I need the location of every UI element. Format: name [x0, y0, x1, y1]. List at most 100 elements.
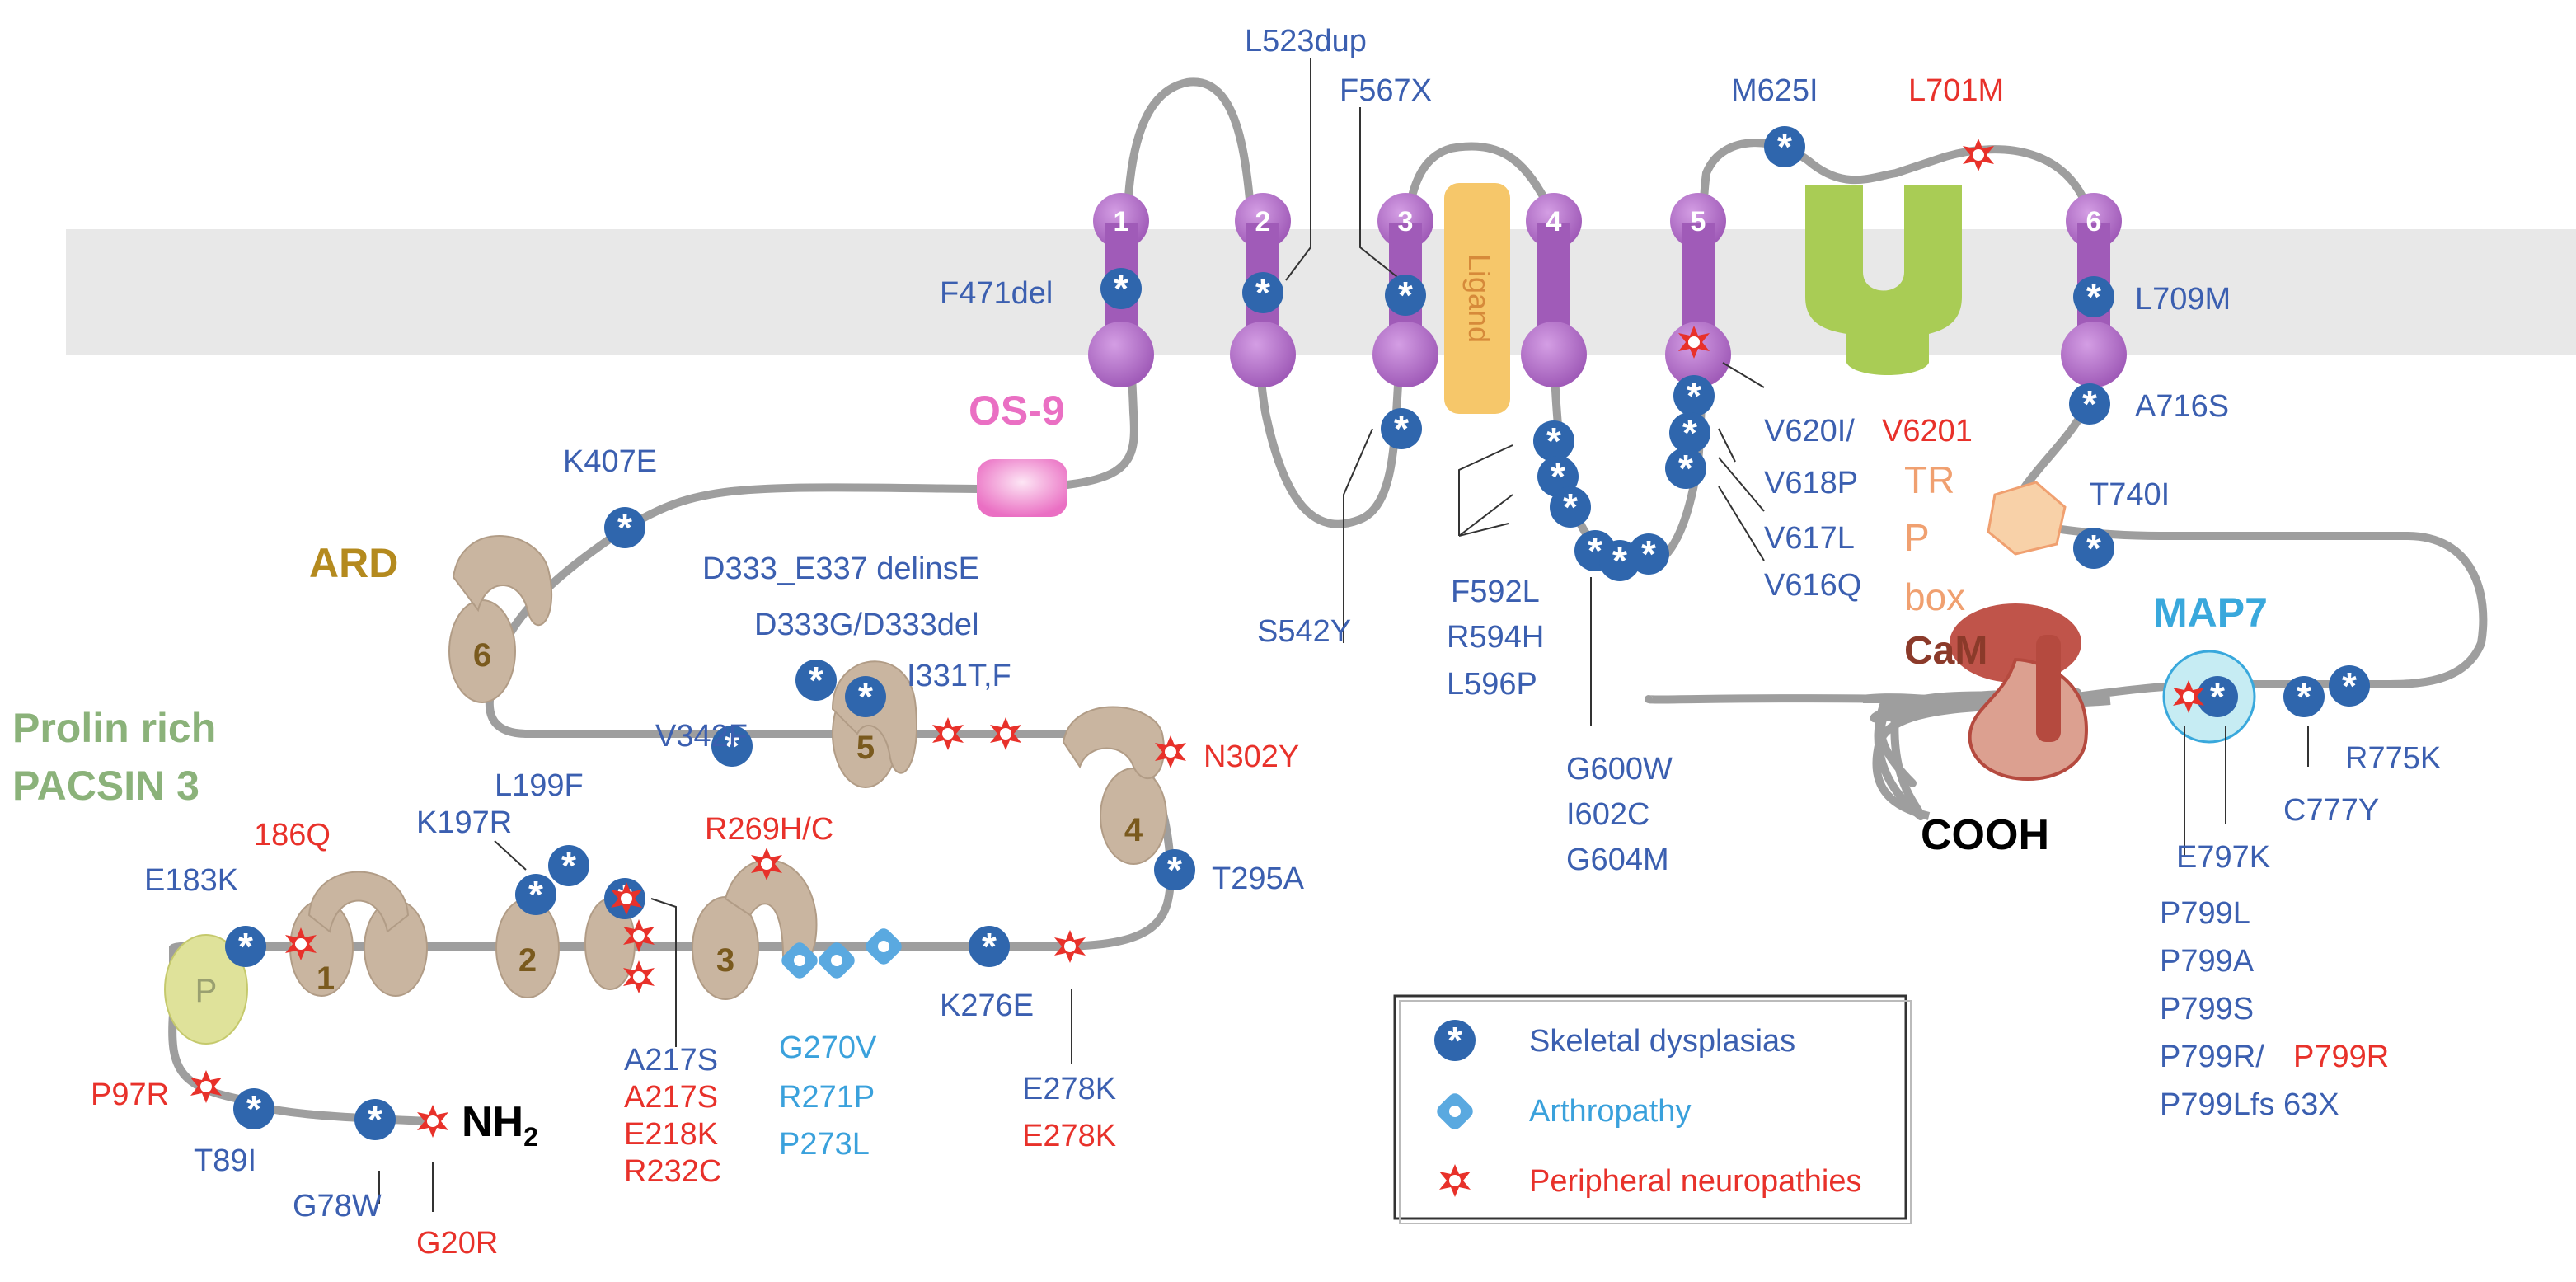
- label-e797k: E797K: [2176, 840, 2270, 875]
- p-domain-label: P: [195, 973, 218, 1009]
- trp-box-label-1: TR: [1904, 458, 1954, 501]
- ard-label: ARD: [309, 540, 398, 586]
- label-e278k-blue: E278K: [1022, 1072, 1116, 1106]
- legend-skeletal-label: Skeletal dysplasias: [1529, 1024, 1795, 1059]
- label-e278k-red: E278K: [1022, 1119, 1116, 1153]
- calmodulin-binding: [1950, 603, 2088, 781]
- marker-l199f: [548, 844, 589, 887]
- label-f471del: F471del: [940, 276, 1053, 311]
- label-e183k: E183K: [144, 863, 238, 898]
- marker-m625i: [1764, 125, 1805, 168]
- label-r269h: R269H/C: [705, 812, 833, 847]
- helix-3-label: 3: [1398, 206, 1414, 237]
- transmembrane-helices: [1088, 193, 2127, 387]
- label-s542y: S542Y: [1257, 614, 1351, 649]
- label-d333-e337: D333_E337 delinsE: [702, 552, 979, 586]
- ankyrin-repeat-6-label: 6: [473, 637, 491, 674]
- helix-1-label: 1: [1114, 206, 1129, 237]
- marker-t89i: [233, 1087, 274, 1130]
- membrane-band: [66, 229, 2576, 355]
- label-v618p: V618P: [1764, 466, 1858, 500]
- label-p799lfs: P799Lfs 63X: [2160, 1087, 2339, 1122]
- label-l596p: L596P: [1447, 667, 1537, 702]
- label-v617l: V617L: [1764, 521, 1855, 556]
- label-k276e: K276E: [940, 989, 1034, 1023]
- label-r271p: R271P: [779, 1080, 875, 1115]
- marker-t295a: [1154, 848, 1195, 891]
- label-p97r: P97R: [91, 1078, 169, 1112]
- pore-region: [1805, 185, 1962, 375]
- label-i331t: I331T,F: [907, 659, 1011, 693]
- label-g604m: G604M: [1566, 843, 1669, 877]
- trp-box-hexagon: [1987, 481, 2067, 556]
- legend-box: [1393, 994, 1907, 1220]
- marker-d333g: [795, 659, 837, 702]
- ankyrin-repeat-domain: [289, 535, 1167, 1000]
- ankyrin-repeat-4-label: 4: [1124, 812, 1143, 848]
- label-m625i: M625I: [1731, 73, 1818, 108]
- label-l709m: L709M: [2135, 282, 2231, 317]
- helix-4-label: 4: [1546, 206, 1562, 237]
- cooh-label: COOH: [1921, 811, 2049, 859]
- label-r775k: R775K: [2345, 741, 2441, 776]
- helix-6-label: 6: [2086, 206, 2102, 237]
- marker-s542y: [1381, 407, 1422, 450]
- label-n302y: N302Y: [1204, 740, 1299, 774]
- label-a217s-blue: A217S: [624, 1043, 718, 1078]
- label-f567x: F567X: [1340, 73, 1432, 108]
- label-a217s-red: A217S: [624, 1080, 718, 1115]
- label-v620i: V620I/: [1764, 414, 1855, 448]
- label-t89i: T89I: [194, 1143, 256, 1178]
- helix-5-label: 5: [1691, 206, 1706, 237]
- helix-2-label: 2: [1255, 206, 1271, 237]
- cam-label: CaM: [1904, 629, 1987, 673]
- leader-lines: [378, 58, 2309, 1212]
- label-f592l: F592L: [1451, 575, 1540, 609]
- label-t740i: T740I: [2090, 477, 2170, 512]
- marker-r775k: [2329, 664, 2370, 707]
- label-g270v: G270V: [779, 1031, 877, 1065]
- label-t295a: T295A: [1212, 862, 1305, 896]
- trp-box-label-3: box: [1904, 575, 1965, 618]
- label-i602c: I602C: [1566, 797, 1649, 832]
- ankyrin-repeat-5-label: 5: [856, 730, 875, 766]
- label-l199f: L199F: [495, 768, 584, 803]
- legend-neuropathy-label: Peripheral neuropathies: [1529, 1164, 1862, 1199]
- label-p799l: P799L: [2160, 896, 2250, 931]
- ligand-binding-site: [1444, 183, 1510, 414]
- ankyrin-repeat-1-label: 1: [317, 960, 335, 997]
- ankyrin-repeat-2-label: 2: [518, 942, 537, 979]
- label-p799r-a: P799R/: [2160, 1040, 2264, 1074]
- os9-label: OS-9: [969, 387, 1065, 434]
- os9-binding-site: [977, 459, 1067, 517]
- label-c777y: C777Y: [2283, 793, 2379, 828]
- marker-g78w: [354, 1098, 396, 1141]
- prolin-rich-label: Prolin rich: [12, 705, 216, 751]
- proline-rich-domain: [164, 934, 248, 1045]
- label-a716s: A716S: [2135, 389, 2229, 424]
- label-r594h: R594H: [1447, 620, 1544, 655]
- label-e218k: E218K: [624, 1117, 718, 1152]
- legend-arthropathy-label: Arthropathy: [1529, 1094, 1691, 1129]
- legend: Skeletal dysplasias Arthropathy Peripher…: [1393, 994, 1912, 1224]
- label-p799a: P799A: [2160, 944, 2255, 979]
- marker-k276e: [969, 925, 1010, 968]
- label-r232c: R232C: [624, 1154, 721, 1189]
- label-p273l: P273L: [779, 1127, 870, 1162]
- ligand-label: Ligand: [1462, 254, 1496, 343]
- label-186q: 186Q: [254, 818, 331, 852]
- label-p799s: P799S: [2160, 992, 2254, 1026]
- label-l523dup: L523dup: [1245, 24, 1367, 59]
- label-v616q: V616Q: [1764, 568, 1861, 603]
- label-g78w: G78W: [293, 1189, 382, 1223]
- label-p799r-b: P799R: [2293, 1040, 2389, 1074]
- label-v6201: V6201: [1882, 414, 1973, 448]
- map7-label: MAP7: [2153, 589, 2268, 636]
- nh2-label: NH2: [462, 1098, 538, 1152]
- label-l701m: L701M: [1908, 73, 2004, 108]
- mutation-labels: L523dup F567X M625I L701M F471del L709M …: [91, 24, 2441, 1261]
- label-d333g: D333G/D333del: [754, 608, 979, 642]
- label-g600w: G600W: [1566, 752, 1673, 787]
- trp-box-label-2: P: [1904, 516, 1930, 559]
